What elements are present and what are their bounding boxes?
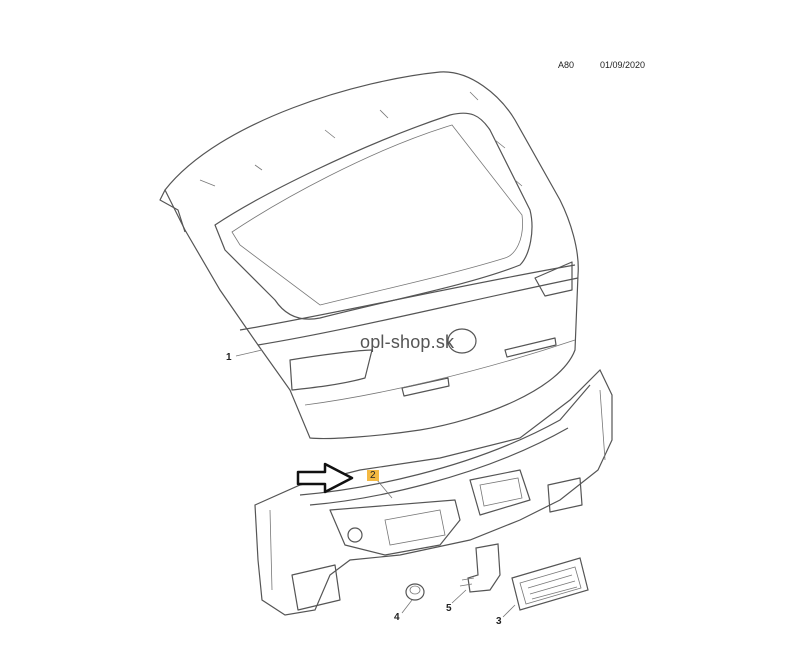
pointer-arrow-icon (296, 462, 354, 494)
callout-4[interactable]: 4 (394, 612, 400, 623)
watermark-text: opl-shop.sk (360, 332, 455, 352)
plug-drawing (405, 583, 425, 601)
diagram-code: A80 (558, 60, 575, 70)
bracket-drawing (459, 543, 501, 593)
tailgate-drawing (159, 71, 579, 440)
leader-lines (235, 349, 516, 618)
callout-5[interactable]: 5 (446, 603, 452, 614)
callout-1[interactable]: 1 (226, 352, 232, 363)
callout-3[interactable]: 3 (496, 616, 502, 627)
diagram-date: 01/09/2020 (600, 60, 646, 70)
callout-2[interactable]: 2 (367, 470, 379, 481)
vent-grille-drawing (511, 557, 589, 611)
